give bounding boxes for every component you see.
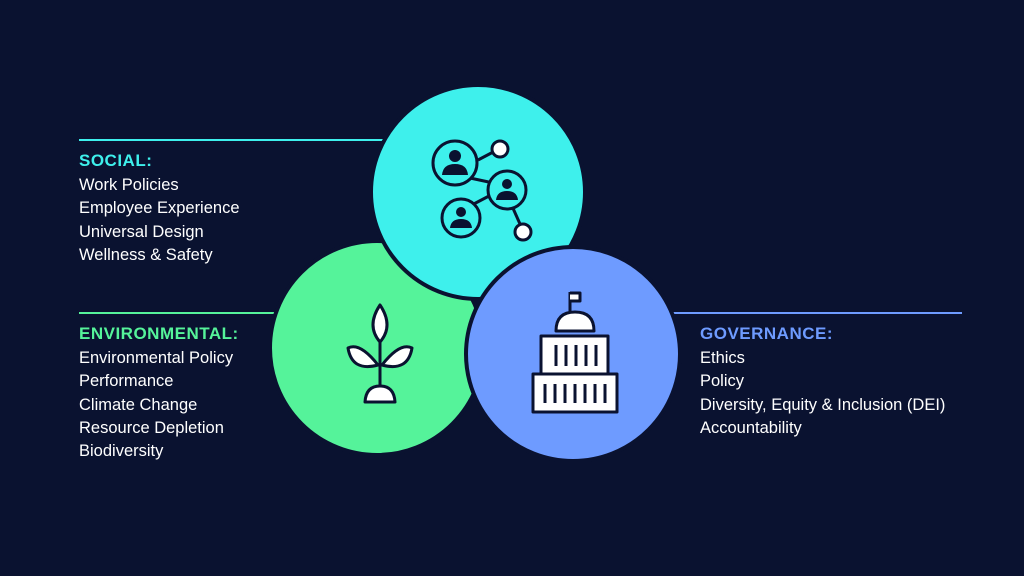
social-circle xyxy=(369,83,587,301)
governance-list: Ethics Policy Diversity, Equity & Inclus… xyxy=(700,347,945,440)
list-item: Diversity, Equity & Inclusion (DEI) xyxy=(700,395,946,414)
environmental-list: Environmental Policy Performance Climate… xyxy=(79,347,239,463)
list-item: Accountability xyxy=(700,418,802,437)
capitol-building-icon xyxy=(531,291,619,414)
list-item: Employee Experience xyxy=(79,199,240,218)
list-item: Climate Change xyxy=(79,395,198,414)
list-item: Policy xyxy=(700,372,745,391)
list-item: Biodiversity xyxy=(79,442,164,461)
social-list: Work Policies Employee Experience Univer… xyxy=(79,174,240,267)
governance-heading: GOVERNANCE: xyxy=(700,324,834,343)
environmental-section: ENVIRONMENTAL: Environmental Policy Perf… xyxy=(79,322,239,463)
list-item: Resource Depletion xyxy=(79,418,224,437)
list-item: Universal Design xyxy=(79,222,204,241)
people-network-icon xyxy=(431,139,533,242)
list-item: Wellness & Safety xyxy=(79,245,213,264)
list-item: Performance xyxy=(79,372,174,391)
social-heading: SOCIAL: xyxy=(79,151,153,170)
list-item: Environmental Policy xyxy=(79,349,234,367)
plant-sprout-icon xyxy=(346,303,414,404)
environmental-heading: ENVIRONMENTAL: xyxy=(79,324,239,343)
list-item: Ethics xyxy=(700,349,745,367)
governance-section: GOVERNANCE: Ethics Policy Diversity, Equ… xyxy=(700,322,945,440)
list-item: Work Policies xyxy=(79,176,179,194)
social-section: SOCIAL: Work Policies Employee Experienc… xyxy=(79,149,240,267)
